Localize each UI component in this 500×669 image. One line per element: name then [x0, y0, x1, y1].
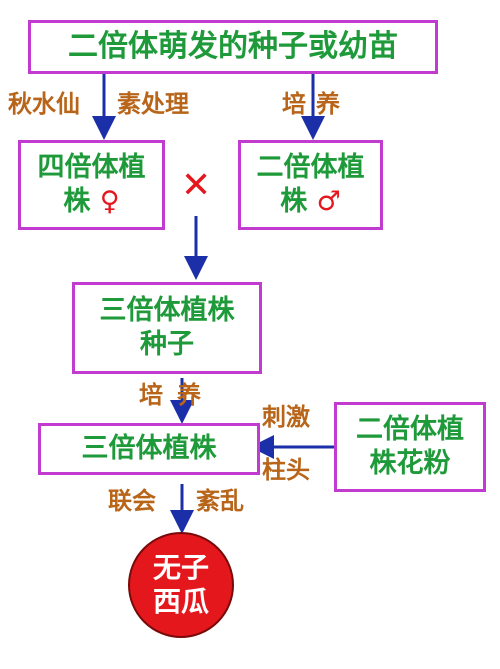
triploid-seed-line1: 三倍体植株	[99, 295, 235, 327]
diploid-box: 二倍体植 株 ♂	[238, 140, 383, 230]
top-box: 二倍体萌发的种子或幼苗	[28, 20, 438, 74]
female-symbol: ♀	[99, 186, 120, 217]
triploid-seed-box: 三倍体植株 种子	[72, 282, 262, 374]
triploid-seed-line2: 种子	[140, 329, 194, 360]
tetraploid-box: 四倍体植 株 ♀	[18, 140, 165, 230]
cross-symbol: ✕	[181, 165, 212, 206]
label-colchicine-b: 素处理	[117, 90, 189, 118]
label-culture-top: 培养	[282, 90, 350, 118]
result-line2: 西瓜	[152, 585, 209, 618]
label-culture-mid: 培养	[139, 381, 215, 409]
seedless-watermelon: 无子 西瓜	[128, 532, 234, 638]
pollen-line2: 株花粉	[369, 448, 451, 479]
male-symbol: ♂	[316, 186, 341, 217]
pollen-line1: 二倍体植	[356, 414, 464, 446]
tetraploid-line2: 株	[63, 186, 91, 217]
diploid-line1: 二倍体植	[256, 152, 365, 184]
label-stigma: 柱头	[262, 456, 310, 484]
triploid-plant-box: 三倍体植株	[38, 423, 260, 475]
label-disorder: 紊乱	[196, 487, 244, 515]
label-synapsis: 联会	[108, 487, 156, 515]
pollen-box: 二倍体植 株花粉	[334, 402, 486, 492]
result-line1: 无子	[152, 551, 209, 585]
diploid-line2-row: 株 ♂	[280, 185, 341, 219]
tetraploid-line2-row: 株 ♀	[63, 185, 119, 219]
diploid-line2: 株	[280, 186, 308, 217]
label-stimulate: 刺激	[262, 403, 310, 431]
tetraploid-line1: 四倍体植	[37, 152, 146, 184]
label-colchicine-a: 秋水仙	[8, 90, 80, 118]
